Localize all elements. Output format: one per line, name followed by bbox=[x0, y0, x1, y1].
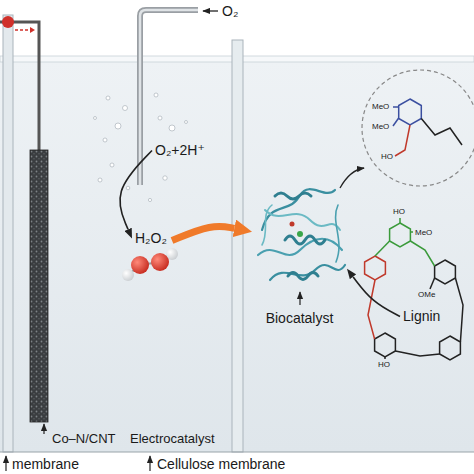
hydrogen-atom bbox=[122, 269, 134, 281]
electrode bbox=[30, 150, 48, 422]
bubble bbox=[98, 178, 102, 182]
helix bbox=[288, 273, 318, 280]
oxygen-atom bbox=[131, 256, 149, 274]
bond bbox=[410, 231, 413, 233]
helix bbox=[285, 236, 325, 244]
tank-bottom bbox=[0, 451, 474, 452]
part-label: Cellulose membrane bbox=[157, 456, 285, 472]
h2o2-molecule bbox=[122, 248, 178, 281]
bubble bbox=[148, 198, 151, 201]
lignin-ring bbox=[435, 260, 456, 284]
chem-group: MeO bbox=[372, 122, 389, 131]
bubble bbox=[115, 123, 121, 129]
gas-pipe-shine bbox=[140, 10, 198, 185]
bubble bbox=[126, 186, 130, 190]
ribbon bbox=[270, 265, 345, 280]
part-label: Co–N/CNT bbox=[52, 432, 116, 447]
gas-pipe bbox=[140, 10, 198, 185]
bond bbox=[393, 106, 399, 108]
node-text: O₂+2H⁺ bbox=[155, 142, 205, 158]
active-site bbox=[297, 231, 303, 237]
chem-group: MeO bbox=[372, 102, 389, 111]
bubble bbox=[185, 121, 188, 124]
wire bbox=[0, 22, 39, 150]
reaction-arrow bbox=[120, 151, 152, 230]
chem-group: MeO bbox=[415, 228, 432, 237]
part-label: Electrocatalyst bbox=[130, 432, 215, 447]
lignin-ring bbox=[365, 256, 386, 280]
side-chain bbox=[395, 125, 410, 156]
bubble bbox=[106, 96, 110, 100]
bubble bbox=[103, 138, 107, 142]
chem-group: HO bbox=[393, 207, 405, 216]
bubble bbox=[123, 106, 128, 111]
lignin-ring bbox=[440, 336, 461, 360]
oxygen-atom bbox=[151, 253, 169, 271]
bubble bbox=[158, 116, 162, 120]
pointer-arrow bbox=[5, 456, 6, 471]
ribbon bbox=[265, 210, 340, 230]
ribbon bbox=[262, 205, 272, 245]
membrane-panel bbox=[3, 15, 13, 452]
part-label: membrane bbox=[12, 456, 79, 472]
helix bbox=[275, 193, 311, 199]
chem-group: HO bbox=[378, 360, 390, 369]
product-molecule bbox=[393, 99, 462, 156]
side-chain bbox=[421, 119, 462, 146]
bond bbox=[399, 218, 401, 223]
bond bbox=[368, 280, 375, 339]
pointer-arrow bbox=[299, 292, 300, 305]
bubble bbox=[110, 163, 114, 167]
reaction-label: O₂+2H⁺ bbox=[152, 140, 210, 161]
pointer-arrow bbox=[43, 424, 44, 434]
gas-label: O₂ bbox=[222, 3, 238, 19]
node-text: Lignin bbox=[403, 308, 440, 324]
reagent-arrow bbox=[172, 226, 234, 240]
bond bbox=[384, 357, 386, 359]
chem-group: OMe bbox=[418, 290, 435, 299]
node-text: H₂O₂ bbox=[135, 230, 167, 246]
bubble bbox=[94, 117, 97, 120]
ribbon bbox=[258, 239, 342, 255]
bond bbox=[395, 351, 439, 356]
lignin-ring bbox=[390, 223, 411, 247]
electron-path bbox=[15, 29, 30, 31]
bubble bbox=[154, 93, 158, 97]
lignin-ring bbox=[375, 333, 396, 357]
molecule-label: H₂O₂ bbox=[132, 228, 172, 249]
cellulose-membrane-panel bbox=[232, 40, 243, 452]
electron-dot bbox=[2, 16, 14, 28]
lignin-structure bbox=[365, 218, 463, 360]
active-site bbox=[290, 222, 295, 227]
electron-arrowhead bbox=[30, 27, 35, 33]
bond bbox=[430, 278, 435, 289]
bond bbox=[375, 241, 390, 256]
product-circle bbox=[362, 70, 474, 186]
bond bbox=[410, 241, 434, 266]
bond bbox=[393, 118, 399, 126]
node-text: Biocatalyst bbox=[266, 310, 334, 326]
gas-inlet-arrow bbox=[203, 10, 218, 11]
bond bbox=[455, 278, 463, 342]
enzyme-node: Biocatalyst bbox=[252, 180, 347, 328]
bubble bbox=[169, 125, 175, 131]
pointer-arrow bbox=[149, 456, 150, 471]
ribbon bbox=[262, 189, 335, 230]
enzyme-ribbon bbox=[258, 189, 345, 280]
substrate-label: Lignin bbox=[400, 306, 446, 327]
benzene-ring bbox=[399, 99, 422, 125]
reaction-arrow bbox=[353, 277, 400, 317]
chem-group: HO bbox=[381, 152, 393, 161]
bubble bbox=[163, 176, 167, 180]
ribbon bbox=[336, 205, 339, 262]
product-arrow bbox=[340, 168, 364, 188]
